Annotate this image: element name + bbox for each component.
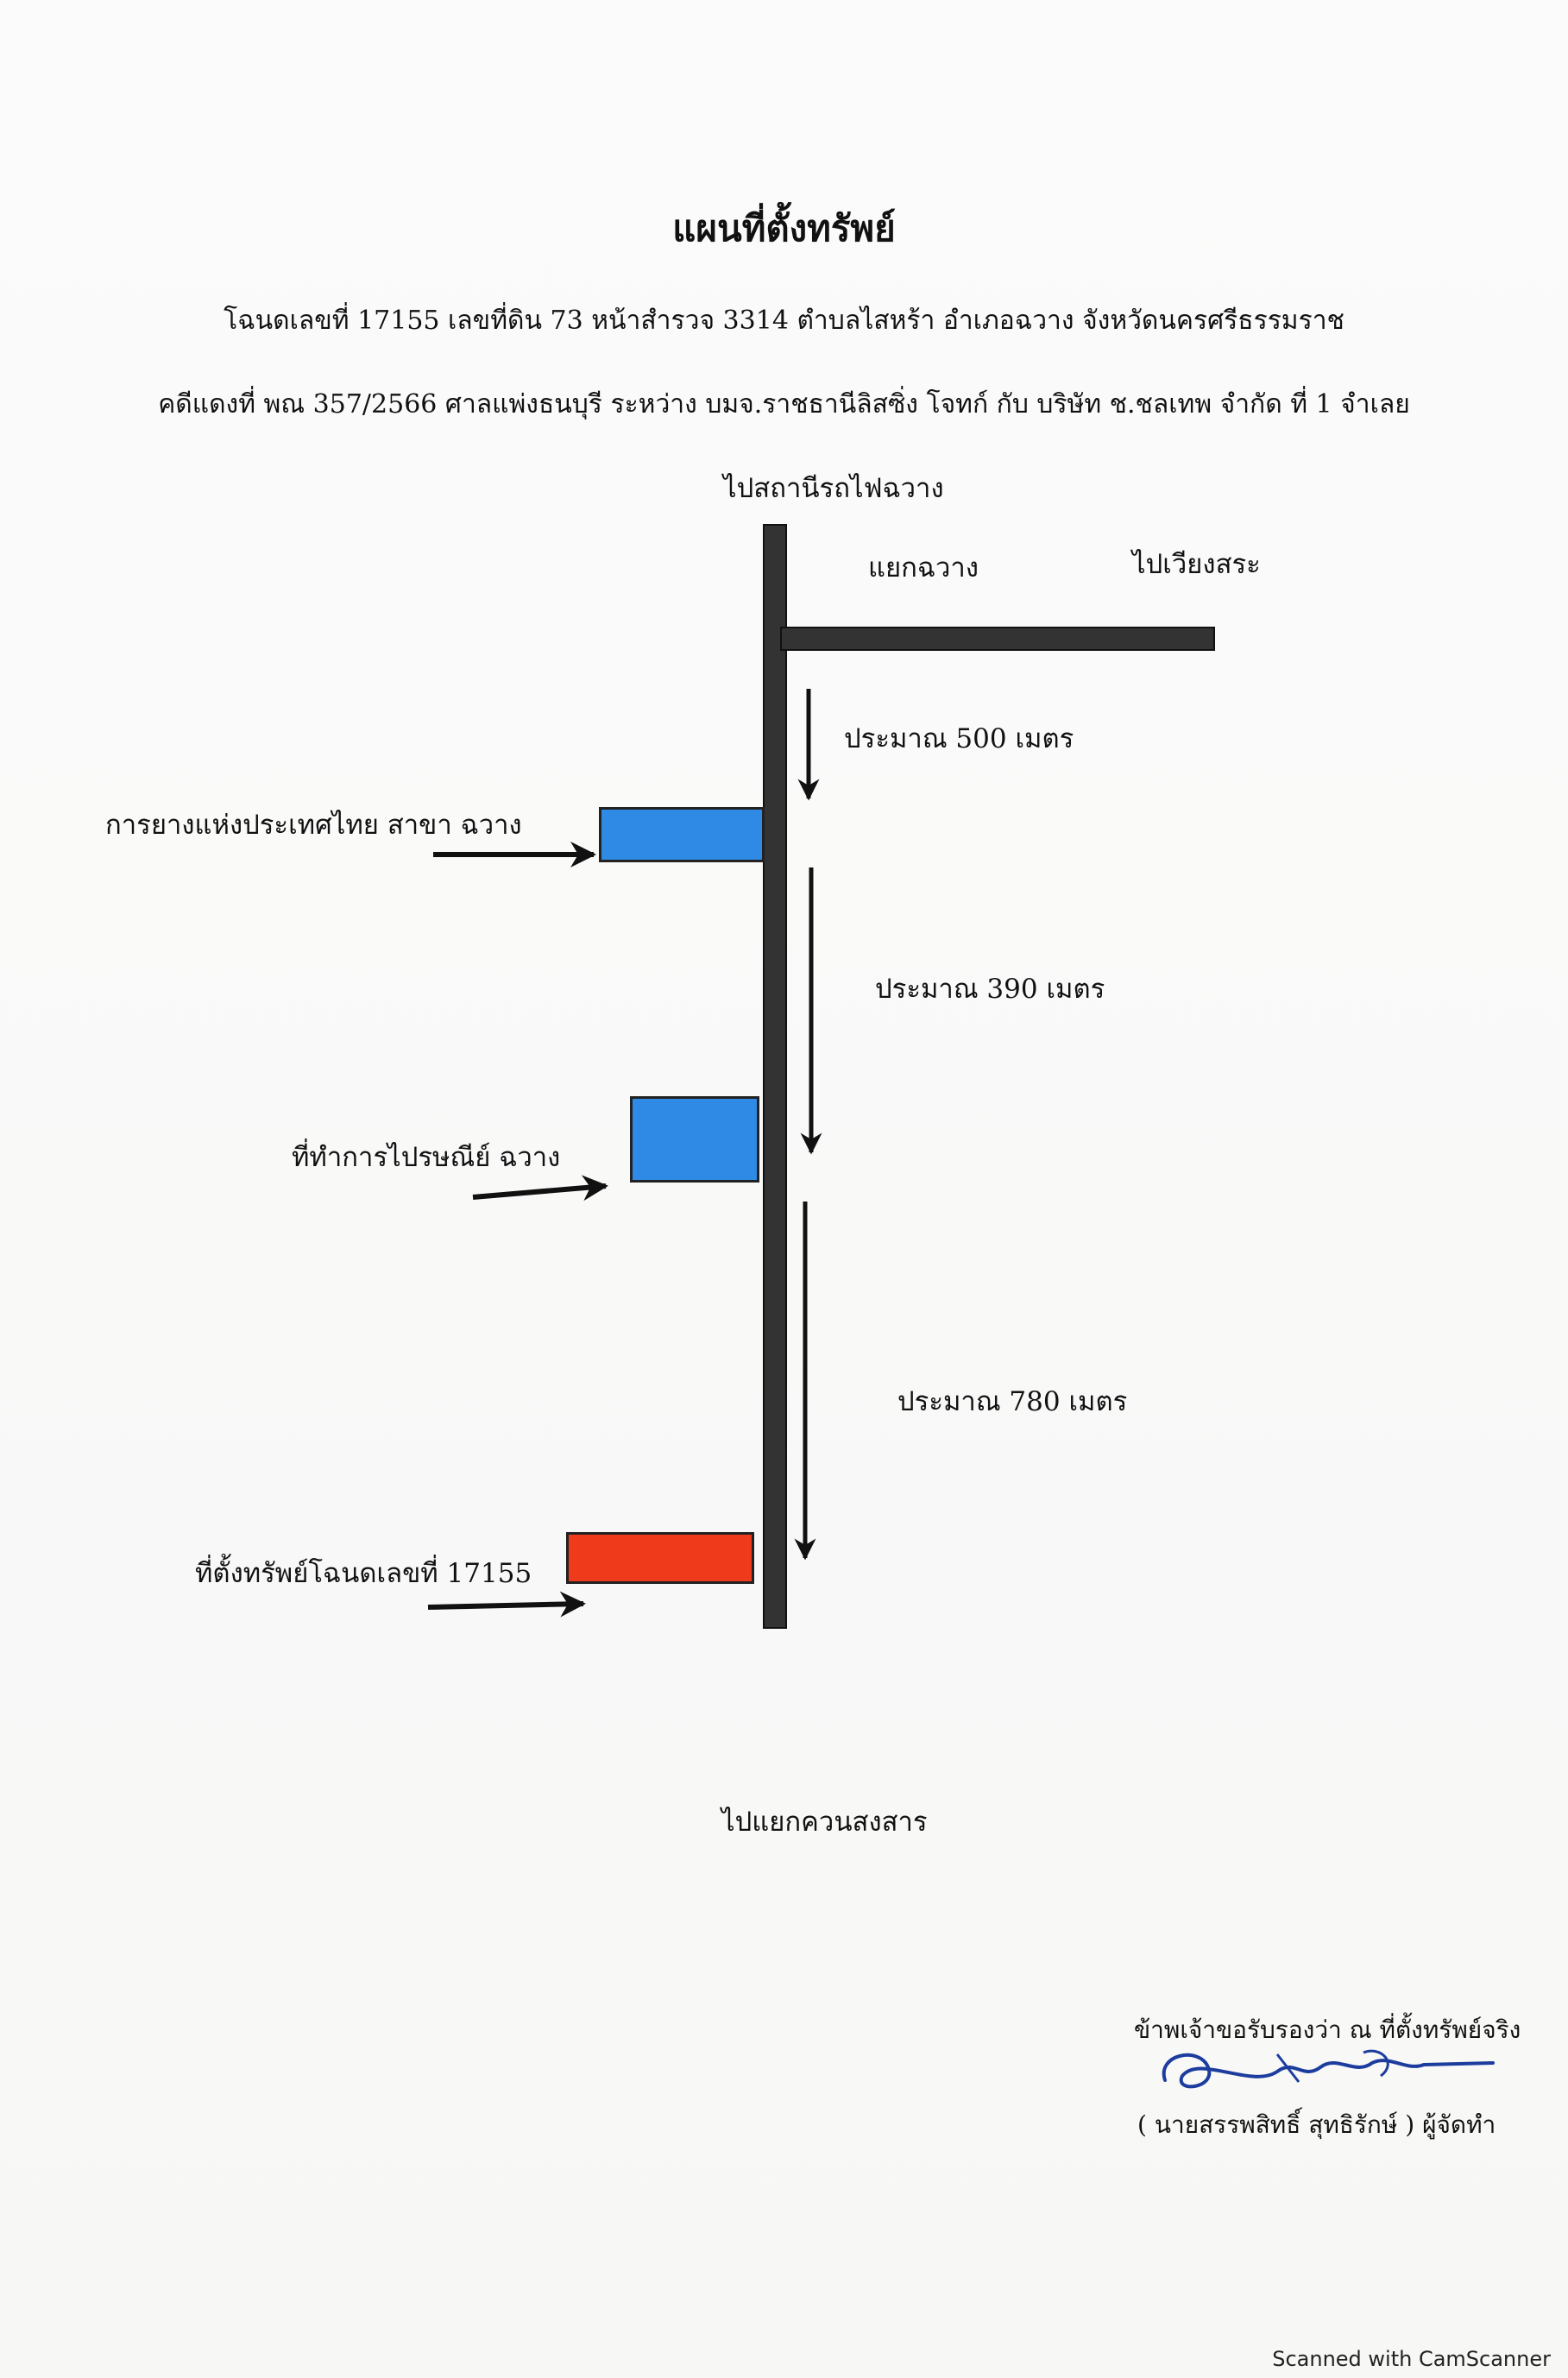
rubber-authority-building (599, 807, 765, 862)
signature-scribble (1162, 2049, 1495, 2089)
south-direction-label: ไปแยกควนสงสาร (721, 1807, 928, 1838)
author-name: ( นายสรรพสิทธิ์ สุทธิรักษ์ ) ผู้จัดทำ (1137, 2110, 1496, 2139)
distance-label-2: ประมาณ 390 เมตร (875, 974, 1105, 1005)
east-direction-label: ไปเวียงสระ (1132, 549, 1261, 580)
scanner-watermark: Scanned with CamScanner (1272, 2347, 1551, 2371)
deed-info: โฉนดเลขที่ 17155 เลขที่ดิน 73 หน้าสำรวจ … (224, 306, 1344, 336)
landmark-label-rubber-authority: การยางแห่งประเทศไทย สาขา ฉวาง (105, 810, 522, 841)
landmark-label-post-office: ที่ทำการไปรษณีย์ ฉวาง (292, 1142, 561, 1173)
landmark-label-property: ที่ตั้งทรัพย์โฉนดเลขที่ 17155 (195, 1558, 532, 1589)
map-title: แผนที่ตั้งทรัพย์ (672, 207, 896, 249)
pointer-arrow-property (427, 1591, 586, 1618)
distance-label-1: ประมาณ 500 เมตร (844, 723, 1074, 754)
pointer-arrow-post-office (472, 1175, 608, 1202)
distance-label-3: ประมาณ 780 เมตร (897, 1386, 1128, 1417)
junction-label: แยกฉวาง (868, 552, 979, 583)
north-direction-label: ไปสถานีรถไฟฉวาง (723, 473, 944, 504)
case-info: คดีแดงที่ พณ 357/2566 ศาลแพ่งธนบุรี ระหว… (158, 389, 1410, 419)
post-office-building (630, 1096, 759, 1183)
certification-text: ข้าพเจ้าขอรับรองว่า ณ ที่ตั้งทรัพย์จริง (1134, 2015, 1521, 2044)
main-road (763, 524, 787, 1629)
branch-road (780, 627, 1215, 651)
property-plot (566, 1532, 754, 1584)
